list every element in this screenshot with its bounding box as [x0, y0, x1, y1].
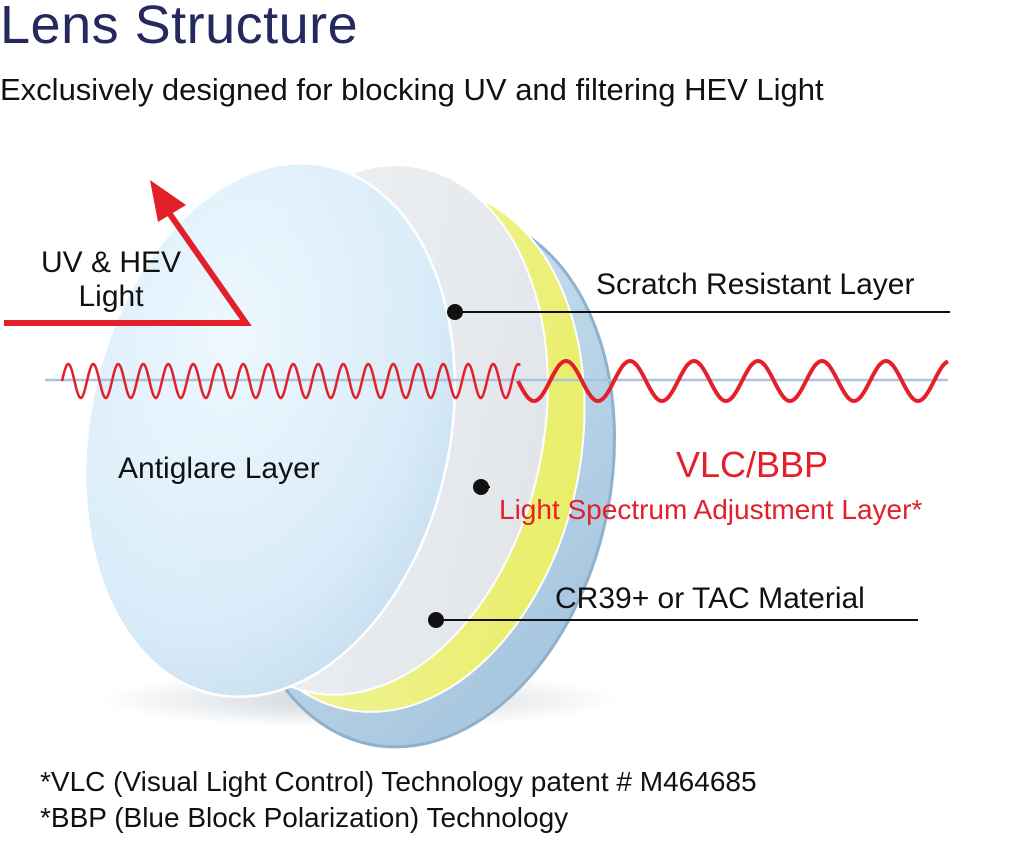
- light-spectrum-label: Light Spectrum Adjustment Layer*: [499, 494, 923, 525]
- footnote-bbp: *BBP (Blue Block Polarization) Technolog…: [40, 802, 569, 833]
- page-title: Lens Structure: [0, 0, 359, 55]
- antiglare-layer-label: Antiglare Layer: [118, 452, 320, 485]
- filtered-wave-after-lens: [516, 358, 949, 404]
- footnotes: *VLC (Visual Light Control) Technology p…: [40, 764, 757, 836]
- material-layer-label: CR39+ or TAC Material: [555, 582, 865, 615]
- reflected-light-arrow: [4, 198, 252, 326]
- uv-hev-light-label: UV & HEV Light: [40, 246, 182, 313]
- vlc-leader: [473, 479, 490, 495]
- page-subtitle: Exclusively designed for blocking UV and…: [0, 72, 824, 107]
- scratch-leader: [447, 304, 950, 320]
- arrow-head-icon: [150, 180, 186, 222]
- vlc-bbp-label: VLC/BBP: [676, 444, 829, 485]
- hev-wave-before-lens: [60, 362, 521, 400]
- antiglare-layer-disc: [83, 162, 457, 698]
- footnote-vlc: *VLC (Visual Light Control) Technology p…: [40, 766, 757, 797]
- material-leader: [428, 612, 918, 628]
- scratch-layer-label: Scratch Resistant Layer: [596, 268, 915, 301]
